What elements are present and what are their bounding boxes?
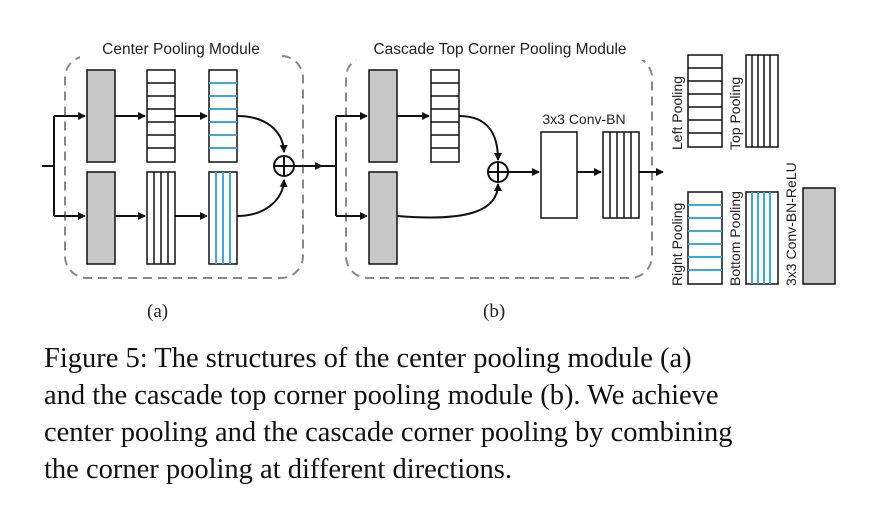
conv-block-a-bottom <box>86 171 116 265</box>
sublabel-b: (b) <box>483 301 506 322</box>
sublabel-a: (a) <box>147 301 169 322</box>
figure-diagram: Center Pooling Module <box>42 41 836 286</box>
pool-block-horizontal-a <box>146 69 176 163</box>
pool-block-vertical-a <box>146 171 176 265</box>
pool-block-vertical-b <box>602 131 640 219</box>
pool-block-blue-vertical-a <box>208 171 238 265</box>
legend-left-pooling-icon <box>687 54 723 148</box>
conv-block-a-top <box>86 69 116 163</box>
legend-bottom-pooling-icon <box>745 191 779 285</box>
legend-top-pooling-label: Top Pooling <box>727 77 743 150</box>
legend-top-pooling-icon <box>745 54 779 148</box>
caption-line-1: Figure 5: The structures of the center p… <box>44 343 692 374</box>
conv-block-b-bottom <box>368 171 398 265</box>
legend-bottom-pooling-label: Bottom Pooling <box>727 191 743 286</box>
caption-line-2: and the cascade top corner pooling modul… <box>44 380 719 411</box>
legend-right-pooling-icon <box>687 191 723 285</box>
conv-bn-block <box>540 131 578 219</box>
cascade-module-title: Cascade Top Corner Pooling Module <box>373 41 626 58</box>
sum-node-a <box>273 155 295 177</box>
legend-conv-bn-relu-icon <box>802 187 836 285</box>
sum-node-b <box>487 161 509 183</box>
pool-block-horizontal-b <box>430 69 460 163</box>
center-pooling-module-title: Center Pooling Module <box>102 41 260 58</box>
caption-line-4: the corner pooling at different directio… <box>44 454 512 485</box>
legend-left-pooling-label: Left Pooling <box>669 76 685 150</box>
conv-block-b-top <box>368 69 398 163</box>
legend-right-pooling-label: Right Pooling <box>669 203 685 286</box>
pool-block-blue-horizontal-a <box>208 69 238 163</box>
caption-line-3: center pooling and the cascade corner po… <box>44 417 733 448</box>
legend-conv-bn-relu-label: 3x3 Conv-BN-ReLU <box>783 162 799 286</box>
conv-bn-label: 3x3 Conv-BN <box>542 111 625 127</box>
